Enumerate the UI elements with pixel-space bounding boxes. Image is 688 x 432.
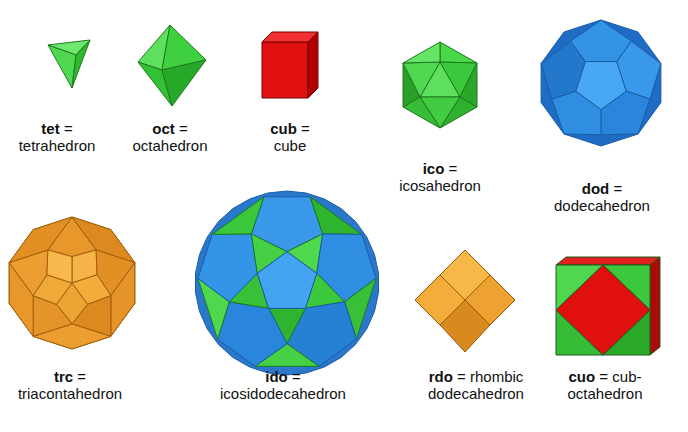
polyhedron-label: trc = triacontahedron [5, 368, 135, 402]
tetrahedron-figure [48, 40, 90, 88]
polyhedron-label: tet = tetrahedron [10, 120, 105, 154]
abbreviation: dod [582, 180, 610, 197]
polyhedron-label: ido = icosidodecahedron [203, 368, 363, 402]
octahedron-figure [138, 25, 206, 106]
rhombic-dodecahedron-figure [415, 250, 515, 352]
abbreviation: ico [423, 160, 445, 177]
polyhedron-label: dod = dodecahedron [546, 180, 658, 214]
polyhedron-label: rdo = rhombic dodecahedron [412, 368, 540, 402]
face [218, 302, 287, 367]
dodecahedron-figure [541, 20, 661, 146]
face [556, 257, 660, 265]
face [198, 234, 257, 302]
face [196, 191, 379, 375]
face [403, 62, 440, 97]
face [556, 265, 650, 355]
face [162, 60, 206, 106]
face [308, 32, 318, 98]
abbreviation: ido [265, 368, 288, 385]
face [111, 263, 135, 337]
face [72, 40, 90, 88]
face [403, 42, 440, 63]
polyhedron-label: cuo = cub-octahedron [558, 368, 653, 402]
abbreviation: oct [152, 120, 175, 137]
triacontahedron-figure [9, 217, 135, 349]
face [415, 275, 465, 325]
abbreviation: cub [270, 120, 297, 137]
generated-figures [9, 20, 661, 375]
face [576, 62, 626, 110]
face [47, 250, 72, 283]
icosahedron-figure [403, 42, 477, 128]
face [212, 197, 264, 235]
face [9, 217, 135, 349]
face [541, 20, 661, 146]
face [571, 20, 632, 62]
abbreviation: rdo [429, 368, 453, 385]
face [440, 42, 477, 63]
abbreviation: cuo [569, 368, 596, 385]
polyhedron-label: oct = octahedron [123, 120, 218, 154]
face [257, 252, 316, 309]
polyhedron-label: ico = icosahedron [390, 160, 490, 194]
face [262, 42, 308, 98]
polyhedron-label: cub = cube [260, 120, 320, 154]
face [48, 45, 76, 88]
cuboctahedron-figure [556, 257, 660, 355]
face [310, 197, 362, 235]
abbreviation: trc [54, 368, 73, 385]
abbreviation: tet [41, 120, 59, 137]
icosidodecahedron-figure [196, 191, 379, 375]
cube-figure [262, 32, 318, 98]
face [650, 257, 660, 355]
